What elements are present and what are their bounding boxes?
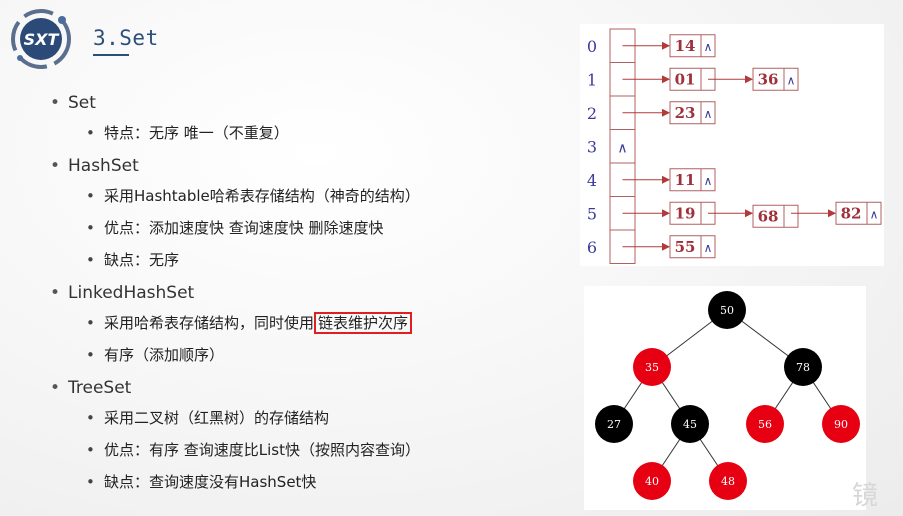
bucket-array [609,28,636,264]
tree-node-label: 78 [796,361,810,374]
chain-node [669,235,716,259]
bucket-index: 5 [587,204,597,223]
section-treeset: TreeSet 采用二叉树（红黑树）的存储结构优点：有序 查询速度比List快（按… [50,375,570,494]
list-item: 优点：添加速度快 查询速度快 删除速度快 [86,216,570,240]
tree-node-48 [709,462,747,500]
section-linkedhashset: LinkedHashSet 采用哈希表存储结构，同时使用链表维护次序有序（添加顺序… [50,280,570,367]
chain-node [835,201,882,225]
set-type-list: Set 特点：无序 唯一（不重复） HashSet 采用Hashtable哈希表存储结… [50,90,570,502]
bucket-index: 3 [587,137,597,156]
logo-text: SXT [24,30,60,49]
list-item: 缺点：无序 [86,248,570,272]
section-set: Set 特点：无序 唯一（不重复） [50,90,570,145]
section-points: 特点：无序 唯一（不重复） [68,121,570,145]
chain-node [752,67,799,91]
null-pointer: ∧ [704,40,713,54]
chain-node [752,204,799,228]
list-item: 采用Hashtable哈希表存储结构（神奇的结构） [86,184,570,208]
tree-node-50 [708,291,746,329]
null-pointer: ∧ [787,73,796,87]
tree-node-56 [746,405,784,443]
bucket-index: 4 [587,171,597,190]
list-item: 缺点：查询速度没有HashSet快 [86,470,570,494]
null-pointer: ∧ [704,107,713,121]
bucket-index: 6 [587,238,597,257]
node-value: 11 [675,171,696,189]
tree-node-35 [633,348,671,386]
tree-node-label: 90 [834,418,848,431]
tree-node-label: 35 [645,361,659,374]
bucket-index: 0 [587,37,597,56]
page-title: 3.Set [93,26,159,50]
section-points: 采用二叉树（红黑树）的存储结构优点：有序 查询速度比List快（按照内容查询） 缺… [68,406,570,494]
node-value: 01 [675,70,696,88]
section-label: Set [68,93,96,113]
list-item: 优点：有序 查询速度比List快（按照内容查询） [86,438,570,462]
node-value: 14 [675,37,696,55]
title-underline [93,54,129,56]
null-pointer: ∧ [617,140,627,156]
null-pointer: ∧ [704,241,713,255]
list-item: 特点：无序 唯一（不重复） [86,121,570,145]
tree-node-45 [671,405,709,443]
tree-node-90 [822,405,860,443]
node-value: 36 [758,70,779,88]
highlighted-phrase: 链表维护次序 [314,312,413,334]
tree-node-label: 48 [721,475,735,488]
hash-table-diagram: 0 14 ∧ 1 01 36 ∧ 2 23 ∧ 3 ∧ 4 11 ∧ 5 19 68 82 ∧ 6 55 ∧ [580,24,884,266]
bucket-index: 2 [587,104,597,123]
node-value: 55 [675,238,696,256]
sxt-logo: SXT [11,9,71,69]
chain-node [669,101,716,125]
node-value: 19 [675,204,696,222]
tree-node-label: 40 [645,475,659,488]
tree-node-78 [784,348,822,386]
section-points: 采用哈希表存储结构，同时使用链表维护次序有序（添加顺序） [68,311,570,367]
red-black-tree-diagram: 50 35 78 27 45 56 90 40 48 [584,286,866,510]
section-label: LinkedHashSet [68,283,195,303]
node-value: 23 [675,104,696,122]
list-item: 有序（添加顺序） [86,343,570,367]
null-pointer: ∧ [870,207,879,221]
tree-node-label: 56 [758,418,772,431]
list-item: 采用二叉树（红黑树）的存储结构 [86,406,570,430]
tree-node-40 [633,462,671,500]
tree-node-label: 50 [720,304,734,317]
section-hashset: HashSet 采用Hashtable哈希表存储结构（神奇的结构） 优点：添加速度快… [50,153,570,272]
null-pointer: ∧ [704,174,713,188]
chain-node [669,34,716,58]
node-value: 68 [758,207,779,225]
node-value: 82 [841,204,862,222]
section-label: HashSet [68,156,139,176]
watermark: 镜 [852,481,879,511]
tree-node-label: 45 [683,418,697,431]
tree-node-27 [595,405,633,443]
section-points: 采用Hashtable哈希表存储结构（神奇的结构） 优点：添加速度快 查询速度快 … [68,184,570,272]
section-label: TreeSet [68,378,132,398]
chain-node [669,168,716,192]
tree-node-label: 27 [607,418,621,431]
bucket-index: 1 [587,70,597,89]
